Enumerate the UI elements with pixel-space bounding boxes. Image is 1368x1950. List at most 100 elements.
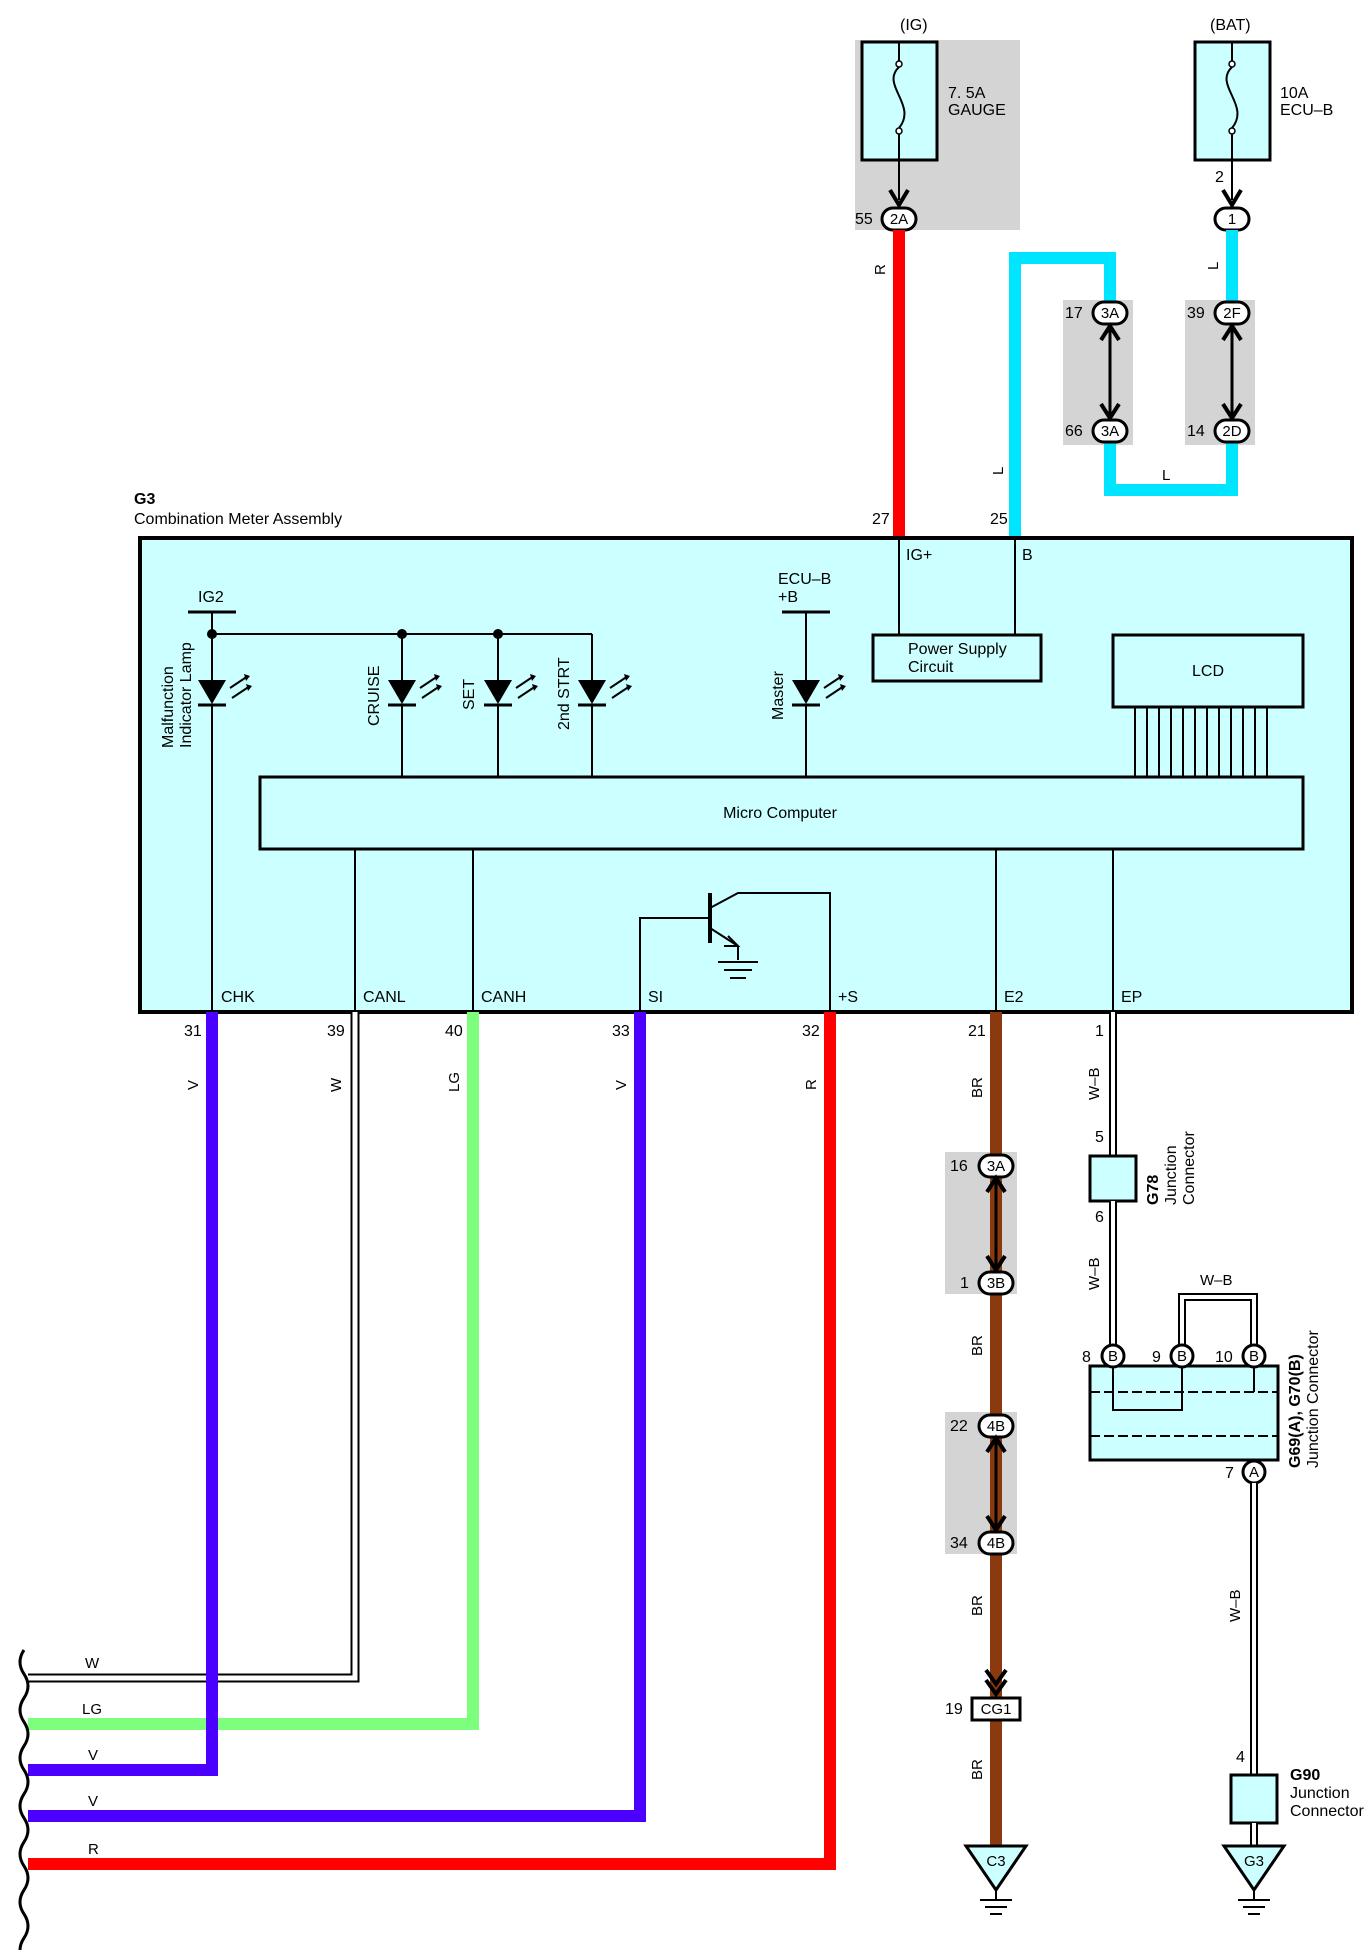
connector-3a-e2-label: 3A bbox=[987, 1158, 1005, 1175]
junction-g78 bbox=[1088, 1154, 1138, 1203]
pin-label-4: 4 bbox=[1236, 1749, 1245, 1766]
connector-b-10-label: B bbox=[1249, 1348, 1259, 1365]
arrow-2f-up bbox=[1221, 322, 1243, 342]
junction-g90-line2: Connector bbox=[1290, 1803, 1364, 1820]
pin-label-21: 21 bbox=[968, 1023, 986, 1040]
wire-color-v-si: V bbox=[613, 1080, 630, 1090]
ecub-fuse bbox=[1193, 40, 1272, 162]
connector-b-10 bbox=[1241, 1343, 1267, 1369]
connector-a-7-label: A bbox=[1249, 1464, 1259, 1481]
terminal-plus-s: +S bbox=[838, 989, 858, 1006]
canh-lightgreen-wire bbox=[28, 1012, 479, 1730]
pin-label-19: 19 bbox=[945, 1701, 963, 1718]
arrow-2d-down bbox=[1221, 402, 1243, 422]
pin-label-5: 5 bbox=[1095, 1129, 1104, 1146]
master-led bbox=[792, 674, 846, 707]
pin-label-22: 22 bbox=[950, 1418, 968, 1435]
pin-label-16: 16 bbox=[950, 1158, 968, 1175]
terminal-ecub-line2: +B bbox=[778, 589, 798, 606]
arrow-cg1 bbox=[984, 1668, 1008, 1698]
pin-label-40: 40 bbox=[445, 1023, 463, 1040]
wire-color-l-b: L bbox=[990, 467, 1007, 475]
connector-arrow-2a bbox=[888, 188, 910, 209]
connector-3a-top-label: 3A bbox=[1101, 305, 1119, 322]
junction-g90 bbox=[1229, 1773, 1279, 1825]
wire-color-v-chk: V bbox=[185, 1080, 202, 1090]
wire-color-v-si-left: V bbox=[88, 1793, 98, 1810]
pin-label-17: 17 bbox=[1065, 305, 1083, 322]
junction-g78-line2: Connector bbox=[1181, 1131, 1198, 1205]
pin-label-9: 9 bbox=[1152, 1349, 1161, 1366]
pin-label-39: 39 bbox=[327, 1023, 345, 1040]
pin-label-1b: 1 bbox=[960, 1275, 969, 1292]
wire-color-wb-1: W–B bbox=[1086, 1067, 1103, 1100]
connector-cg1-label: CG1 bbox=[981, 1701, 1012, 1718]
wire-color-br-3: BR bbox=[969, 1595, 986, 1616]
gauge-fuse-name: GAUGE bbox=[948, 102, 1006, 119]
arrow-3a-up bbox=[1099, 322, 1121, 342]
cruise-label: CRUISE bbox=[366, 666, 383, 726]
pin-label-14: 14 bbox=[1187, 423, 1205, 440]
bat-supply-label: (BAT) bbox=[1210, 17, 1251, 34]
wire-color-r-ig: R bbox=[872, 264, 889, 275]
connector-4b-bottom-label: 4B bbox=[987, 1535, 1005, 1552]
wire-color-br-1: BR bbox=[969, 1077, 986, 1098]
ground-g3-label: G3 bbox=[1244, 1853, 1264, 1870]
ground-c3 bbox=[963, 1844, 1029, 1893]
connector-b-8-label: B bbox=[1108, 1348, 1118, 1365]
pin-label-34: 34 bbox=[950, 1535, 968, 1552]
power-supply-line1: Power Supply bbox=[908, 641, 1007, 658]
canl-white-wire-outline bbox=[28, 1012, 360, 1683]
connector-b-9 bbox=[1169, 1343, 1195, 1369]
wire-color-w-canl: W bbox=[328, 1077, 345, 1092]
pin-label-7: 7 bbox=[1225, 1465, 1234, 1482]
wire-color-l-bat: L bbox=[1205, 262, 1222, 270]
arrow-4b-up bbox=[985, 1434, 1007, 1454]
pin-label-32: 32 bbox=[802, 1023, 820, 1040]
wire-color-lg-canh: LG bbox=[446, 1072, 463, 1092]
pin-label-10: 10 bbox=[1215, 1349, 1233, 1366]
connector-1-label: 1 bbox=[1228, 211, 1236, 228]
junction-g69-internal bbox=[1112, 1366, 1183, 1411]
lcd-bus-lines bbox=[1134, 707, 1268, 777]
terminal-ep: EP bbox=[1121, 989, 1142, 1006]
ground-g3-symbol bbox=[1238, 1890, 1270, 1915]
wire-color-br-2: BR bbox=[969, 1335, 986, 1356]
lcd-display bbox=[1111, 633, 1305, 709]
wire-color-br-4: BR bbox=[969, 1759, 986, 1780]
canl-white-wire bbox=[28, 1012, 358, 1681]
connector-2a-label: 2A bbox=[890, 211, 908, 228]
lcd-label: LCD bbox=[1192, 663, 1224, 680]
ig-supply-label: (IG) bbox=[900, 17, 928, 34]
arrow-3a-down bbox=[1099, 402, 1121, 422]
terminal-canl: CANL bbox=[363, 989, 406, 1006]
wire-color-wb-2: W–B bbox=[1086, 1257, 1103, 1290]
connector-arrow-1 bbox=[1221, 188, 1243, 209]
terminal-e2: E2 bbox=[1004, 989, 1024, 1006]
connector-2d-label: 2D bbox=[1222, 423, 1241, 440]
connector-b-8 bbox=[1100, 1343, 1126, 1369]
b-cyan-wire bbox=[1009, 252, 1116, 540]
junction-g90-id: G90 bbox=[1290, 1767, 1320, 1784]
junction-g90-line1: Junction bbox=[1290, 1785, 1350, 1802]
strt-label: 2nd STRT bbox=[556, 657, 573, 730]
connector-cg1 bbox=[970, 1696, 1022, 1722]
arrow-3a-e2 bbox=[985, 1174, 1007, 1194]
gauge-fuse-amp: 7. 5A bbox=[948, 85, 986, 102]
pin-label-33: 33 bbox=[612, 1023, 630, 1040]
gauge-fuse bbox=[860, 40, 939, 162]
ecub-fuse-amp: 10A bbox=[1280, 85, 1309, 102]
junction-g69-line1: Junction Connector bbox=[1305, 1329, 1322, 1468]
wire-color-wb-3: W–B bbox=[1227, 1589, 1244, 1622]
wire-color-lg-left: LG bbox=[82, 1701, 102, 1718]
pin-label-8: 8 bbox=[1082, 1349, 1091, 1366]
set-label: SET bbox=[461, 679, 478, 710]
si-violet-wire bbox=[28, 1012, 646, 1822]
junction-g69-g70 bbox=[1088, 1364, 1280, 1462]
power-supply-line2: Circuit bbox=[908, 659, 954, 676]
meter-name: Combination Meter Assembly bbox=[134, 511, 342, 528]
pin-label-66: 66 bbox=[1065, 423, 1083, 440]
pin-label-2: 2 bbox=[1215, 169, 1224, 186]
terminal-chk: CHK bbox=[221, 989, 255, 1006]
